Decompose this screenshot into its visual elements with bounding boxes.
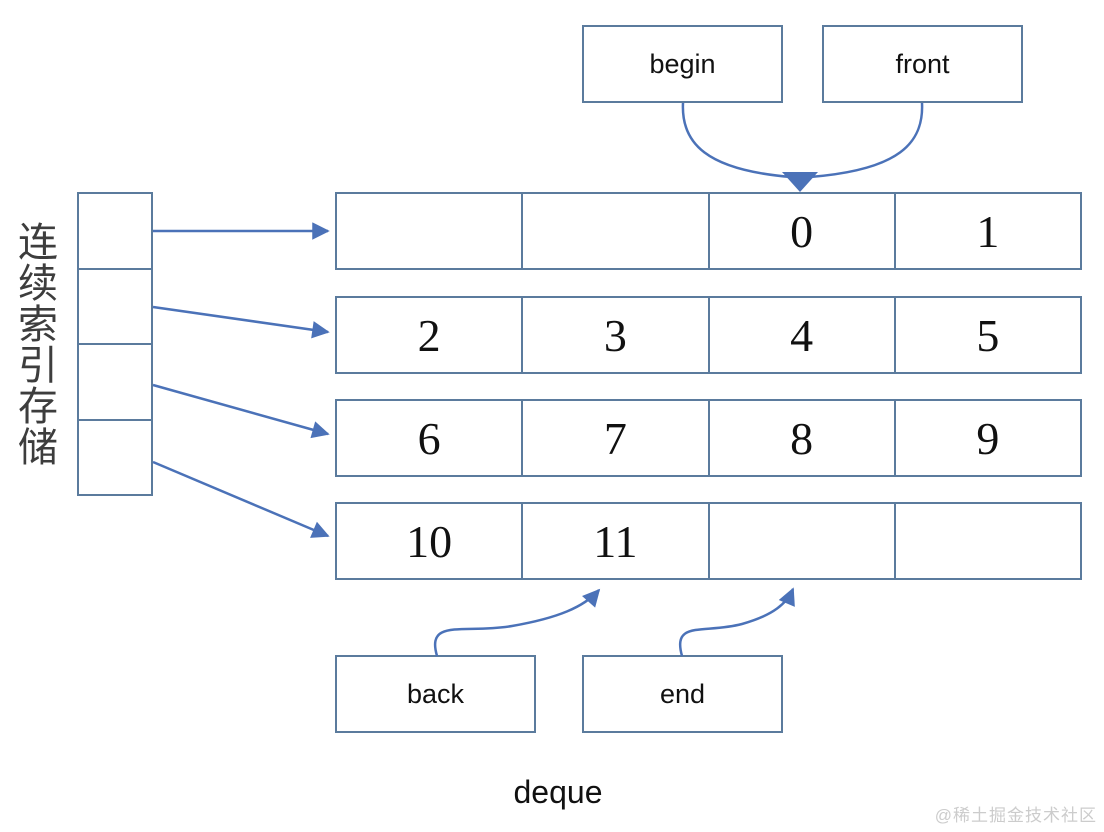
arrow-index-to-row-3 <box>152 383 330 439</box>
watermark: @稀土掘金技术社区 <box>934 806 1097 825</box>
index-column <box>77 192 153 496</box>
end-pointer-box: end <box>582 655 783 733</box>
deque-cell <box>893 504 1080 578</box>
deque-row-1: 0 1 <box>335 192 1082 270</box>
deque-cell: 10 <box>406 515 453 567</box>
index-cell <box>79 267 151 344</box>
front-pointer-box: front <box>822 25 1023 103</box>
begin-pointer-label: begin <box>649 48 716 79</box>
begin-pointer-box: begin <box>582 25 783 103</box>
deque-cell <box>337 194 521 268</box>
front-pointer-label: front <box>895 48 950 79</box>
end-pointer-label: end <box>659 678 706 709</box>
arrow-index-to-row-2 <box>152 305 330 339</box>
arrow-back-to-cell <box>433 588 601 657</box>
index-cell <box>79 194 151 268</box>
back-pointer-box: back <box>335 655 536 733</box>
index-cell <box>79 418 151 495</box>
deque-cell: 4 <box>707 298 894 372</box>
back-pointer-label: back <box>406 678 465 709</box>
arrow-end-to-cell <box>679 587 795 657</box>
deque-row-4: 10 11 <box>335 502 1082 580</box>
side-label: 连续索引存储 <box>11 221 57 467</box>
deque-row-2: 2 3 4 5 <box>335 296 1082 374</box>
deque-cell <box>521 194 707 268</box>
deque-cell: 3 <box>521 298 707 372</box>
deque-cell: 11 <box>521 504 707 578</box>
index-cell <box>79 343 151 419</box>
deque-cell: 5 <box>893 298 1080 372</box>
deque-cell: 9 <box>893 401 1080 475</box>
deque-cell: 6 <box>417 412 441 464</box>
deque-cell: 1 <box>893 194 1080 268</box>
deque-cell: 0 <box>707 194 894 268</box>
arrow-begin-to-cell <box>681 102 792 179</box>
deque-caption: deque <box>513 774 603 810</box>
arrow-front-to-cell <box>809 102 924 179</box>
arrow-index-to-row-4 <box>152 460 330 538</box>
deque-cell <box>707 504 894 578</box>
deque-cell: 8 <box>707 401 894 475</box>
deque-cell: 2 <box>417 309 441 361</box>
deque-row-3: 6 7 8 9 <box>335 399 1082 477</box>
deque-cell: 7 <box>521 401 707 475</box>
begin-front-arrowhead <box>782 172 818 192</box>
